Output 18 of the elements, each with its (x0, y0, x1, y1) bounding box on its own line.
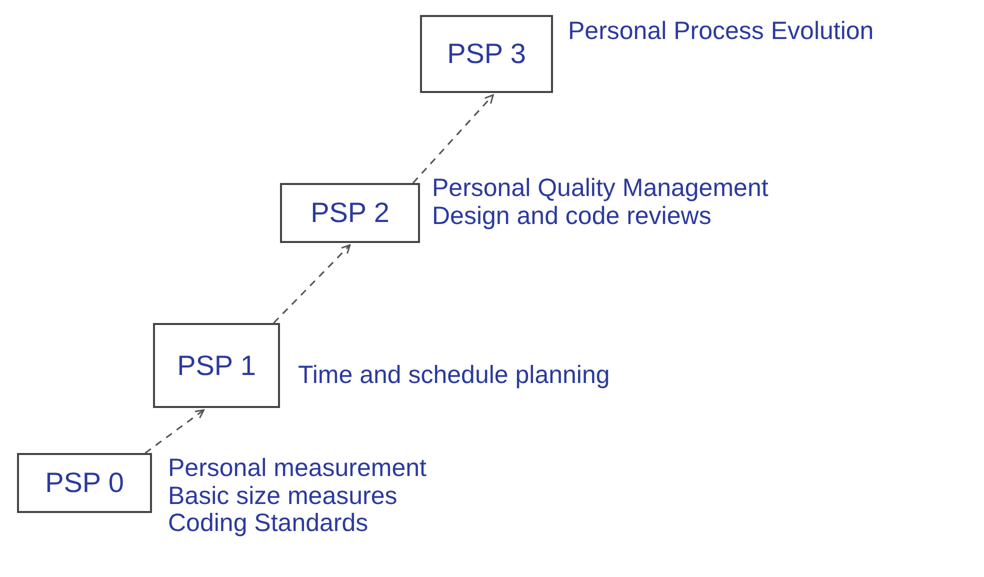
stage-description: Personal measurement (168, 455, 428, 482)
stage-description: Personal Quality Management (432, 175, 770, 202)
dashed-arrow (412, 94, 494, 184)
stage-label: PSP 3 (447, 37, 526, 71)
stage-description: Coding Standards (168, 510, 370, 538)
stage-label: PSP 1 (177, 348, 256, 382)
dashed-arrow (144, 409, 205, 454)
stage-box (280, 183, 420, 243)
stage-box (153, 323, 280, 408)
stage-description: Design and code reviews (432, 202, 712, 230)
stage-description: Personal Process Evolution (568, 18, 875, 46)
stage-box (420, 15, 553, 93)
stage-label: PSP 0 (45, 466, 124, 500)
stage-description: Time and schedule planning (298, 362, 611, 390)
stage-box (17, 453, 152, 513)
stage-description: Basic size measures (168, 482, 398, 510)
dashed-arrow (273, 244, 351, 324)
stage-label: PSP 2 (310, 196, 390, 230)
